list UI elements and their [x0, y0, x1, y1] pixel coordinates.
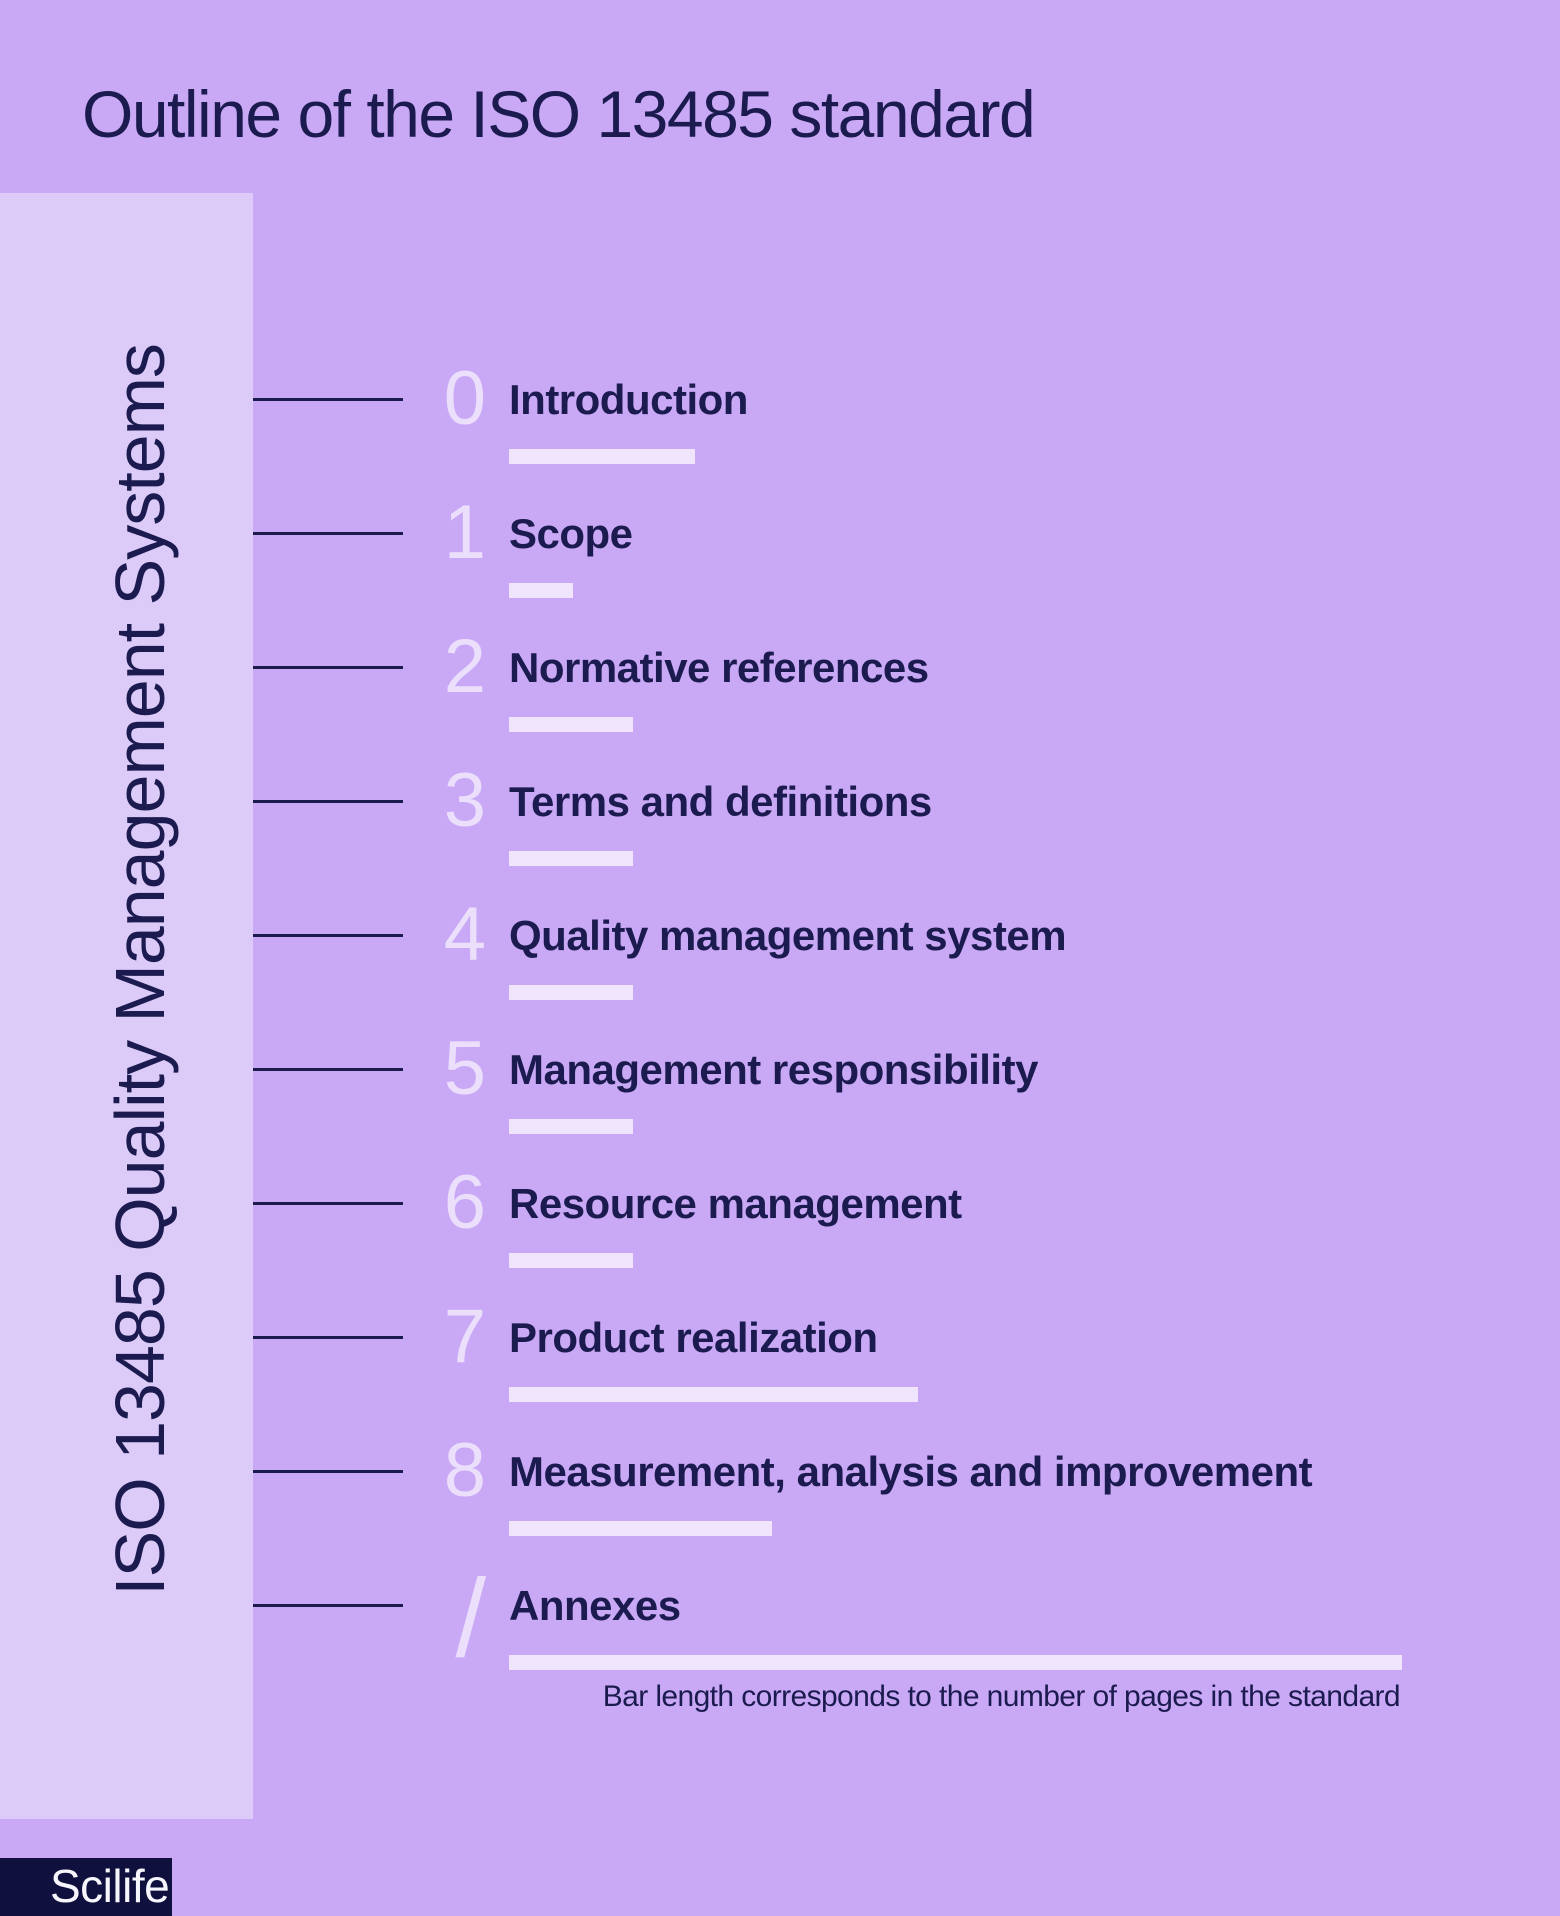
- section-label: Product realization: [509, 1314, 878, 1361]
- outline-row: 3 Terms and definitions: [0, 727, 1560, 879]
- section-label: Introduction: [509, 376, 748, 423]
- section-label: Annexes: [509, 1582, 681, 1629]
- connector-line: [253, 1336, 403, 1339]
- pages-bar: [509, 1655, 1402, 1670]
- outline-row: 7 Product realization: [0, 1263, 1560, 1415]
- section-label: Scope: [509, 510, 633, 557]
- bar-length-caption: Bar length corresponds to the number of …: [602, 1680, 1401, 1713]
- section-number: 7: [443, 1294, 486, 1379]
- pages-bar: [509, 1253, 633, 1268]
- connector-line: [253, 532, 403, 535]
- pages-bar: [509, 1119, 633, 1134]
- section-number: 8: [443, 1428, 486, 1513]
- section-number: 2: [443, 624, 486, 709]
- section-number: 6: [443, 1160, 486, 1245]
- pages-bar: [509, 985, 633, 1000]
- section-label: Resource management: [509, 1180, 962, 1227]
- connector-line: [253, 800, 403, 803]
- section-label: Normative references: [509, 644, 929, 691]
- outline-row: 5 Management responsibility: [0, 995, 1560, 1147]
- outline-row: 1 Scope: [0, 459, 1560, 611]
- pages-bar: [509, 717, 633, 732]
- section-number: 1: [443, 490, 486, 575]
- section-label: Measurement, analysis and improvement: [509, 1448, 1313, 1495]
- scilife-logo-text: Scilife: [50, 1860, 170, 1912]
- section-label: Management responsibility: [509, 1046, 1038, 1093]
- pages-bar: [509, 1521, 772, 1536]
- section-label: Quality management system: [509, 912, 1067, 959]
- pages-bar: [509, 1387, 918, 1402]
- section-number: 4: [443, 892, 486, 977]
- outline-row: 4 Quality management system: [0, 861, 1560, 1013]
- connector-line: [253, 1604, 403, 1607]
- outline-row: 8 Measurement, analysis and improvement: [0, 1397, 1560, 1549]
- connector-line: [253, 398, 403, 401]
- outline-row: / Annexes: [0, 1531, 1560, 1683]
- page-title: Outline of the ISO 13485 standard: [82, 77, 1036, 151]
- pages-bar: [509, 851, 633, 866]
- scilife-logo: Scilife: [0, 1858, 172, 1916]
- connector-line: [253, 1068, 403, 1071]
- pages-bar: [509, 449, 695, 464]
- section-number: 0: [443, 356, 486, 441]
- connector-line: [253, 1202, 403, 1205]
- sidebar-panel: [0, 193, 253, 1819]
- section-number: 5: [443, 1026, 486, 1111]
- outline-row: 0 Introduction: [0, 325, 1560, 477]
- pages-bar: [509, 583, 573, 598]
- section-number: /: [455, 1557, 486, 1680]
- connector-line: [253, 1470, 403, 1473]
- connector-line: [253, 934, 403, 937]
- connector-line: [253, 666, 403, 669]
- outline-row: 2 Normative references: [0, 593, 1560, 745]
- section-number: 3: [443, 758, 486, 843]
- section-label: Terms and definitions: [509, 778, 932, 825]
- outline-row: 6 Resource management: [0, 1129, 1560, 1281]
